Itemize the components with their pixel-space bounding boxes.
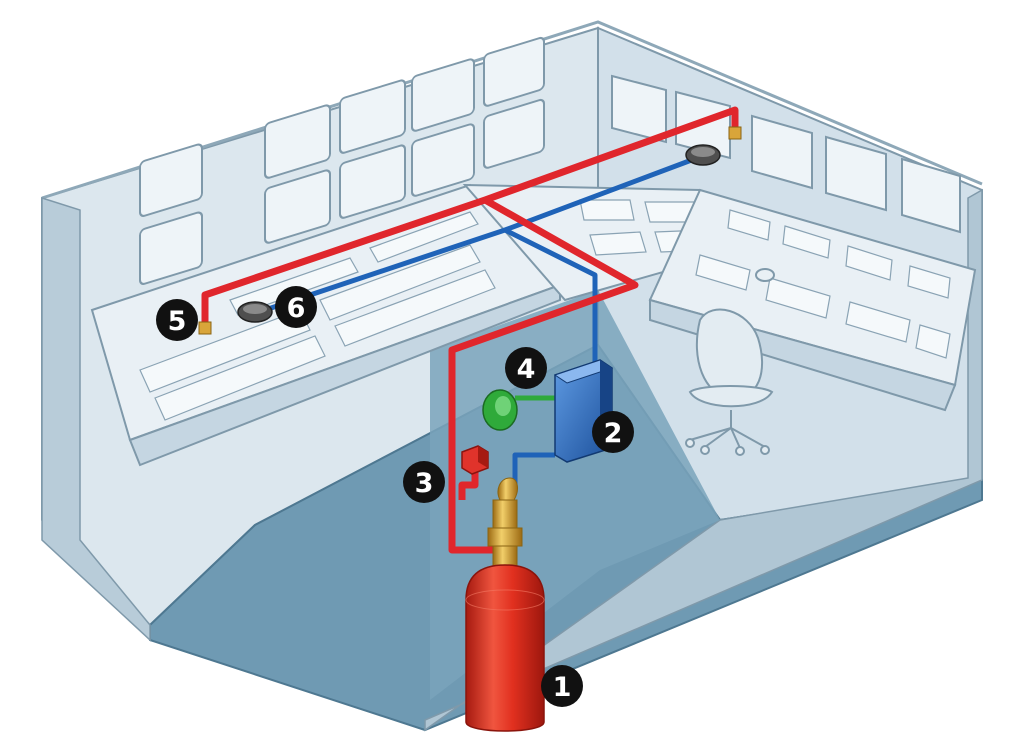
callout-label: 1 [553,672,572,703]
left-wall-edge [41,196,151,642]
right-console-keys [695,209,951,359]
callout-badges: 1 2 3 4 5 6 [156,286,634,707]
monitor [751,114,813,190]
right-wall-edge [424,188,983,732]
callout-label: 6 [287,293,306,324]
callout-badge-6: 6 [275,286,317,328]
callout-badge-5: 5 [156,299,198,341]
console-knob [755,268,775,282]
monitor [411,58,475,132]
left-console-front [128,283,561,467]
monitor [139,143,203,217]
monitor [825,135,887,212]
cylinder-valve [487,477,523,567]
chair-seat [688,385,774,408]
monitor [901,157,961,234]
manual-release-station [461,445,489,475]
callout-badge-4: 4 [505,347,547,389]
detection-line [264,152,706,490]
wall-top-rim [41,20,983,200]
callout-badge-3: 3 [403,461,445,503]
left-wall-monitors [139,36,545,285]
monitor [339,79,406,154]
chair-back [695,308,764,400]
left-console-keys [139,211,496,421]
alarm-bell [482,389,518,431]
monitor [139,211,203,285]
monitor [483,36,545,107]
operator-chair [685,308,774,456]
smoke-detector [237,144,721,323]
callout-label: 5 [168,306,187,337]
callout-badge-2: 2 [592,411,634,453]
monitor [264,169,331,244]
monitor [483,98,545,169]
discharge-pipe [201,106,739,554]
monitor [339,144,406,219]
callout-label: 2 [604,418,623,449]
callout-label: 3 [415,468,434,499]
monitor [611,74,667,144]
callout-badge-1: 1 [541,665,583,707]
suppression-cylinder [465,564,545,732]
discharge-nozzle [198,126,742,335]
monitor [264,104,331,179]
monitor [411,123,475,197]
callout-label: 4 [517,354,536,385]
